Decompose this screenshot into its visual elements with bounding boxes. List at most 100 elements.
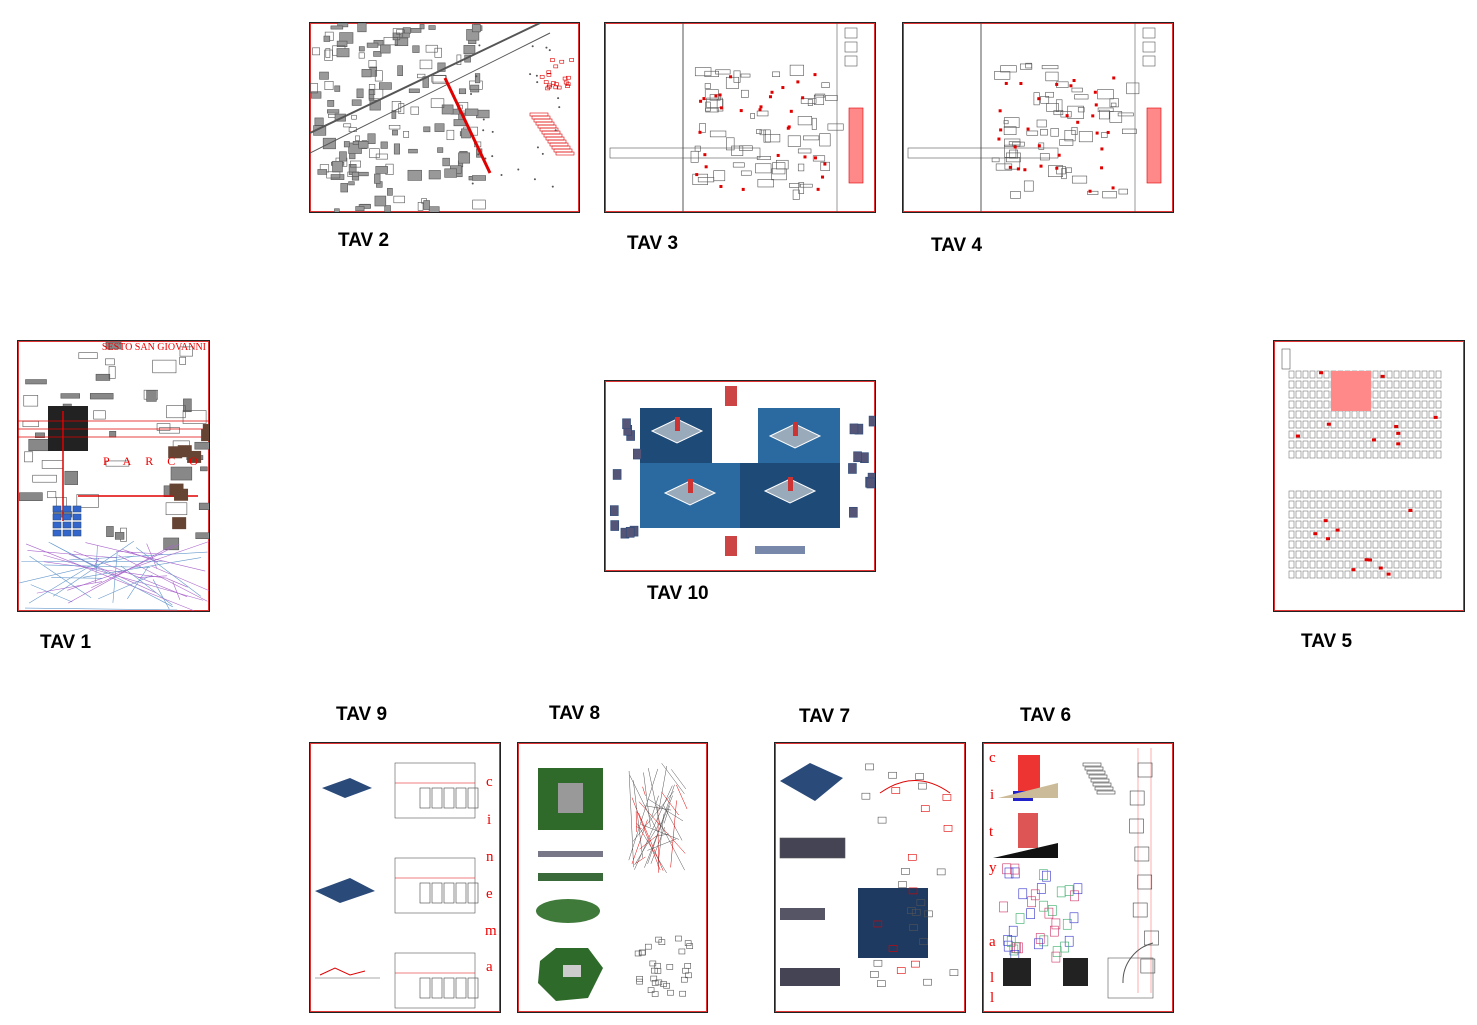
board-tav4[interactable] <box>902 22 1174 213</box>
drawing-mark <box>703 153 707 157</box>
drawing-mark <box>1302 500 1309 509</box>
drawing-mark <box>706 97 723 108</box>
drawing-mark <box>1372 490 1379 499</box>
drawing-mark <box>1414 430 1421 439</box>
drawing-mark <box>392 28 404 38</box>
drawing-mark <box>423 200 430 210</box>
drawing-mark <box>463 45 476 55</box>
drawing-mark <box>1344 520 1351 529</box>
drawing-mark <box>194 441 209 450</box>
drawing-mark <box>813 73 817 77</box>
drawing-mark <box>551 81 556 85</box>
drawing-mark <box>1061 168 1067 180</box>
drawing-mark <box>383 37 398 46</box>
drawing-mark <box>431 977 443 999</box>
drawing-mark <box>1371 438 1376 442</box>
drawing-mark <box>551 185 554 188</box>
drawing-mark <box>36 581 103 594</box>
board-tav3[interactable] <box>604 22 876 213</box>
drawing-mark <box>557 97 560 100</box>
drawing-mark <box>491 130 494 133</box>
drawing-mark <box>1428 400 1435 409</box>
drawing-mark <box>1323 450 1330 459</box>
drawing-mark <box>1018 813 1038 848</box>
drawing-mark <box>1064 935 1074 947</box>
drawing-mark <box>861 792 871 800</box>
drawing-mark <box>704 83 711 89</box>
drawing-mark <box>796 80 800 84</box>
drawing-mark <box>1414 530 1421 539</box>
drawing-mark <box>1421 380 1428 389</box>
drawing-mark <box>741 187 745 191</box>
drawing-mark <box>667 989 674 996</box>
drawing-mark <box>1372 380 1379 389</box>
board-tav5[interactable] <box>1273 340 1465 612</box>
board-tav9[interactable]: c i n e m a <box>309 742 501 1013</box>
drawing-mark <box>1316 420 1323 429</box>
drawing-mark <box>1302 370 1309 379</box>
drawing-mark <box>1351 420 1358 429</box>
drawing-mark <box>1400 390 1407 399</box>
drawing-mark <box>661 763 685 794</box>
drawing-mark <box>1378 566 1383 570</box>
drawing-mark <box>1092 782 1112 787</box>
drawing-mark <box>798 182 805 194</box>
drawing-mark <box>310 83 318 94</box>
drawing-mark <box>551 145 571 150</box>
drawing-mark <box>434 47 442 58</box>
drawing-mark <box>1414 370 1421 379</box>
drawing-mark <box>648 768 662 831</box>
drawing-mark <box>455 882 467 904</box>
board-tav10[interactable] <box>604 380 876 572</box>
drawing-mark <box>1407 430 1414 439</box>
drawing-mark <box>343 141 350 148</box>
drawing-mark <box>172 581 181 600</box>
drawing-mark <box>105 460 130 467</box>
drawing-mark <box>821 82 830 88</box>
drawing-mark <box>1407 490 1414 499</box>
drawing-mark <box>28 567 88 604</box>
drawing-mark <box>1045 91 1054 98</box>
drawing-mark <box>705 101 711 112</box>
drawing-mark <box>541 130 561 135</box>
drawing-mark <box>675 417 680 431</box>
drawing-mark <box>351 171 360 181</box>
board-tav2[interactable] <box>309 22 580 213</box>
drawing-mark <box>1039 935 1049 947</box>
drawing-mark <box>639 949 646 956</box>
drawing-mark <box>641 824 680 840</box>
drawing-mark <box>1386 500 1393 509</box>
drawing-mark <box>1035 933 1045 944</box>
drawing-mark <box>327 100 335 107</box>
board-tav7[interactable] <box>774 742 966 1013</box>
drawing-mark <box>476 109 490 119</box>
drawing-mark <box>1351 550 1358 559</box>
drawing-mark <box>1009 944 1019 956</box>
drawing-mark <box>430 98 445 108</box>
drawing-mark <box>1435 450 1442 459</box>
drawing-mark <box>800 183 813 188</box>
drawing-mark <box>1396 431 1401 435</box>
drawing-mark <box>1302 380 1309 389</box>
drawing-mark <box>28 439 50 452</box>
board-tav8[interactable] <box>517 742 708 1013</box>
drawing-mark <box>55 497 67 511</box>
board-tav1[interactable]: SESTO SAN GIOVANNI PARCO <box>17 340 210 612</box>
drawing-mark <box>787 125 791 129</box>
drawing-mark <box>811 117 817 130</box>
drawing-mark <box>1323 440 1330 449</box>
drawing-mark <box>48 406 88 451</box>
drawing-mark <box>1026 908 1035 919</box>
drawing-mark <box>1090 778 1110 783</box>
drawing-mark <box>108 366 116 379</box>
drawing-mark <box>1400 410 1407 419</box>
drawing-mark <box>911 909 921 916</box>
drawing-mark <box>1316 400 1323 409</box>
drawing-mark <box>1428 560 1435 569</box>
drawing-mark <box>1421 370 1428 379</box>
drawing-mark <box>911 960 920 968</box>
drawing-mark <box>676 784 688 810</box>
drawing-mark <box>1039 164 1043 168</box>
drawing-mark <box>1400 510 1407 519</box>
board-tav6[interactable]: c i t y a l l <box>982 742 1174 1013</box>
